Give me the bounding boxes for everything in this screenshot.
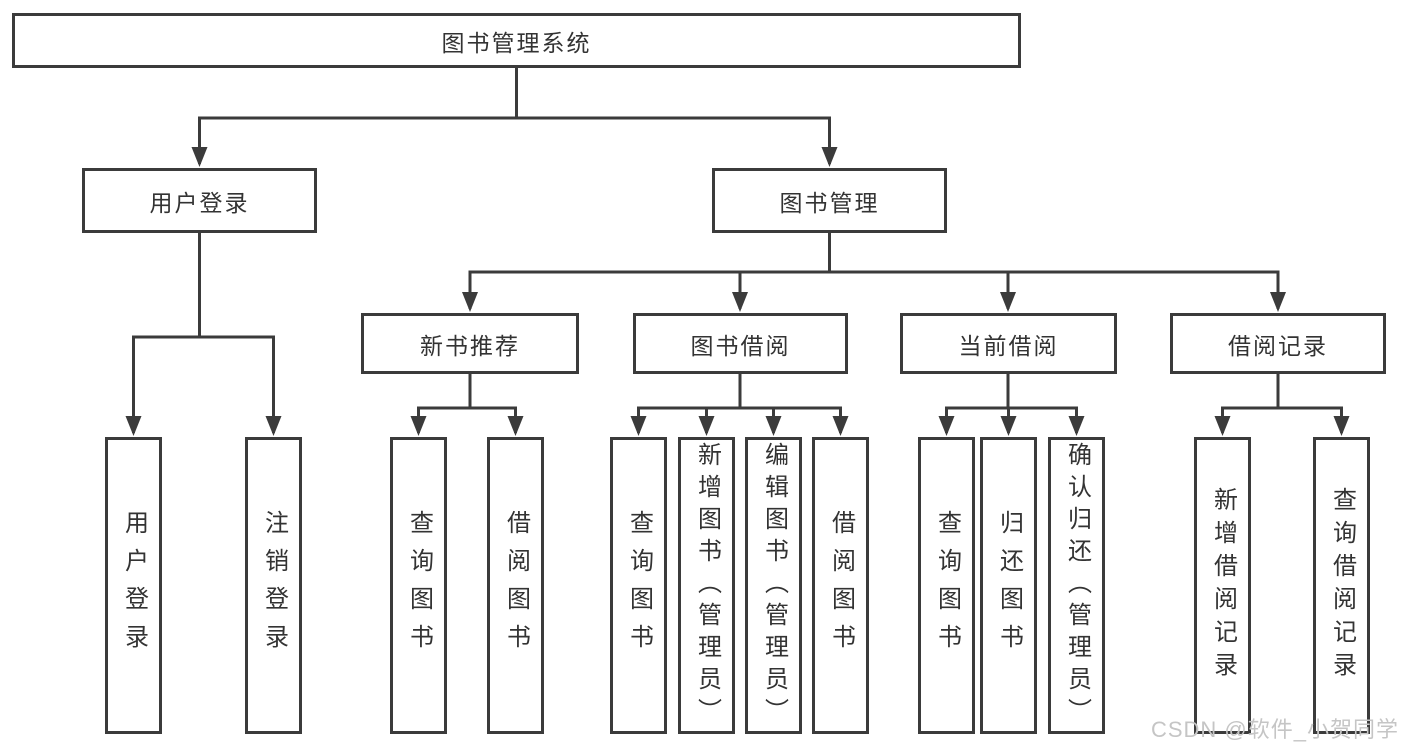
node-label: 图书管理 — [779, 189, 880, 216]
leaf-add-borrowing-record: 新增借阅记录 — [1194, 437, 1251, 734]
node-label: 图书管理系统 — [441, 29, 592, 56]
node-label: 查询图书 — [933, 509, 961, 662]
leaf-return-books: 归还图书 — [980, 437, 1037, 734]
leaf-logout: 注销登录 — [245, 437, 302, 734]
node-label: 查询借阅记录 — [1328, 486, 1356, 685]
leaf-edit-books-admin: 编辑图书（管理员） — [745, 437, 802, 734]
node-current-borrowing: 当前借阅 — [900, 313, 1117, 374]
csdn-watermark: CSDN @软件_小贺同学 — [1150, 717, 1399, 742]
leaf-query-borrowing-record: 查询借阅记录 — [1313, 437, 1370, 734]
leaf-user-login: 用户登录 — [105, 437, 162, 734]
node-label: 新增借阅记录 — [1209, 486, 1237, 685]
leaf-query-books-under-recommendation: 查询图书 — [390, 437, 447, 734]
node-label: 归还图书 — [995, 509, 1023, 662]
node-label: 新增图书（管理员） — [693, 441, 721, 730]
node-label: 编辑图书（管理员） — [760, 441, 788, 730]
node-label: 图书借阅 — [690, 332, 791, 359]
leaf-confirm-return-admin: 确认归还（管理员） — [1048, 437, 1105, 734]
node-library-management-system: 图书管理系统 — [12, 13, 1021, 68]
node-label: 新书推荐 — [420, 332, 520, 359]
leaf-borrow-books-under-borrowing: 借阅图书 — [812, 437, 869, 734]
node-label: 借阅图书 — [827, 509, 855, 662]
leaf-query-books-under-current: 查询图书 — [918, 437, 975, 734]
node-label: 当前借阅 — [958, 332, 1059, 359]
node-label: 注销登录 — [260, 509, 288, 662]
leaf-query-books-under-borrowing: 查询图书 — [610, 437, 667, 734]
node-label: 借阅图书 — [502, 509, 530, 662]
node-borrowing-records: 借阅记录 — [1170, 313, 1386, 374]
node-user-login: 用户登录 — [82, 168, 317, 233]
node-label: 用户登录 — [120, 509, 148, 662]
node-label: 借阅记录 — [1228, 332, 1328, 359]
node-label: 查询图书 — [625, 509, 653, 662]
node-new-book-recommendation: 新书推荐 — [361, 313, 579, 374]
leaf-add-books-admin: 新增图书（管理员） — [678, 437, 735, 734]
node-label: 查询图书 — [405, 509, 433, 662]
leaf-borrow-books-under-recommendation: 借阅图书 — [487, 437, 544, 734]
node-book-borrowing: 图书借阅 — [633, 313, 848, 374]
node-label: 用户登录 — [149, 189, 250, 216]
node-book-management: 图书管理 — [712, 168, 947, 233]
node-label: 确认归还（管理员） — [1063, 441, 1091, 730]
